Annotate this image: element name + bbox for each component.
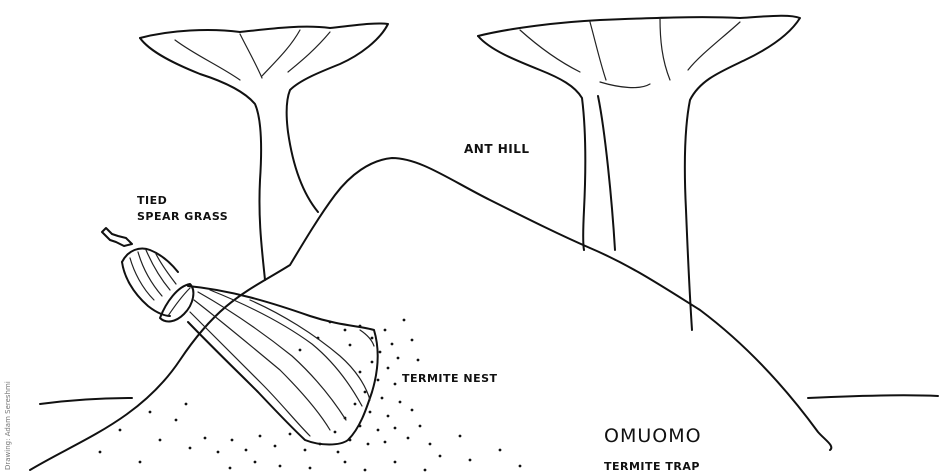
drawing-credit: Drawing: Adam Sereshmi (4, 381, 12, 470)
trap-name-label: OMUOMO (604, 425, 702, 447)
tied-label-line2: SPEAR GRASS (137, 210, 228, 223)
trap-description-label: TERMITE TRAP (604, 460, 700, 473)
left-tree (140, 23, 388, 280)
tied-label-line1: TIED (137, 194, 167, 207)
termite-nest-label: TERMITE NEST (402, 372, 498, 385)
ant-hill-label: ANT HILL (464, 142, 530, 156)
tied-spear-grass-label: TIED SPEAR GRASS (137, 194, 228, 223)
right-tree (478, 16, 800, 330)
termite-nest-stipple (99, 319, 522, 472)
spear-grass-trap (102, 228, 378, 445)
